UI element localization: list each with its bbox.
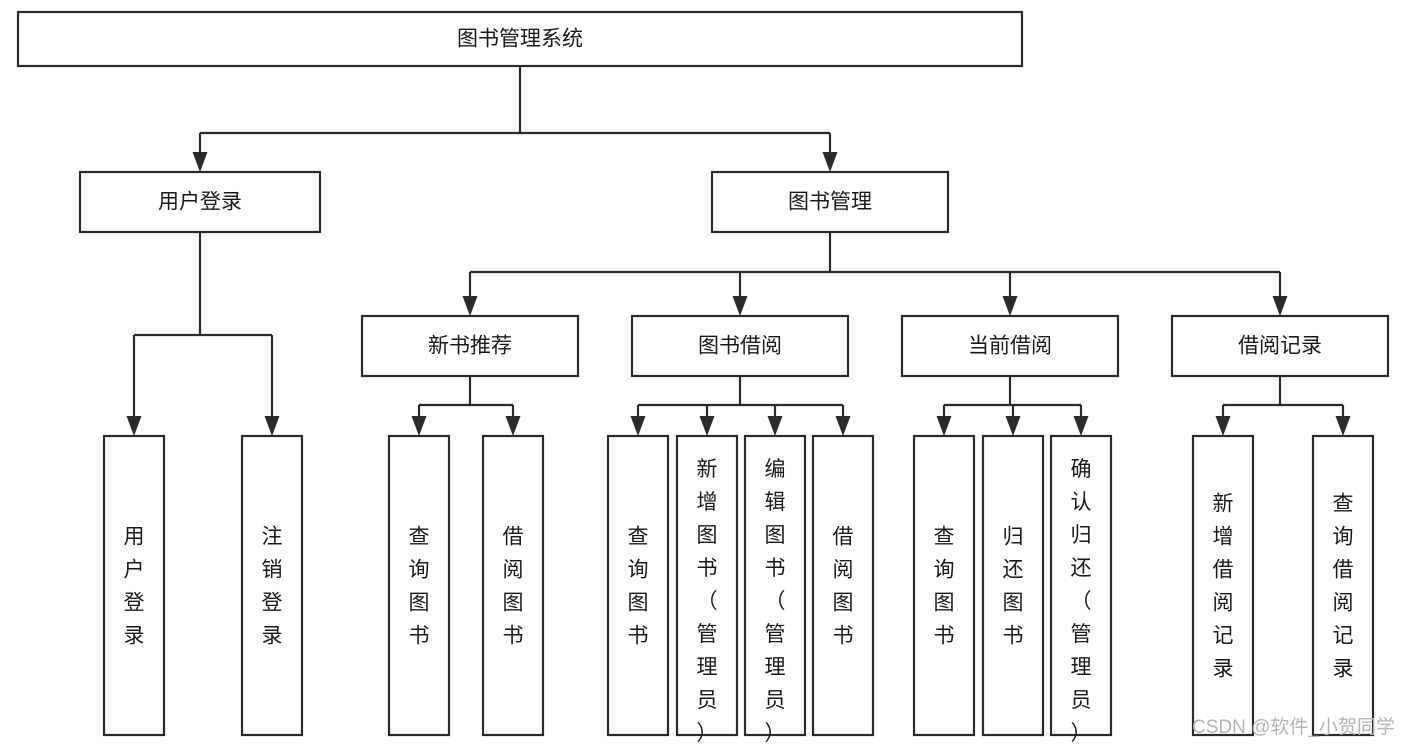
arrow-head: [1272, 296, 1288, 316]
node-leaf-query-book-current[interactable]: 查询图书: [912, 434, 976, 737]
node-current-borrow[interactable]: 当前借阅: [900, 314, 1120, 378]
node-label: 借阅图书: [833, 525, 854, 647]
node-box[interactable]: [1191, 434, 1255, 737]
node-label: 注销登录: [262, 525, 283, 647]
arrow-head: [699, 416, 715, 436]
node-leaf-return-book[interactable]: 归还图书: [981, 434, 1045, 737]
node-leaf-user-login[interactable]: 用户登录: [102, 434, 166, 737]
node-label: 归还图书: [1003, 525, 1024, 647]
node-box[interactable]: [900, 314, 1120, 378]
connector-layer: [126, 66, 1351, 436]
node-leaf-edit-book[interactable]: 编辑图书（管理员）: [743, 434, 807, 745]
node-leaf-query-book-borrow[interactable]: 查询图书: [606, 434, 670, 737]
node-label: 用户登录: [124, 525, 145, 647]
arrow-head: [1215, 416, 1231, 436]
node-box[interactable]: [981, 434, 1045, 737]
node-box[interactable]: [606, 434, 670, 737]
arrow-head: [411, 416, 427, 436]
node-user-login[interactable]: 用户登录: [78, 170, 322, 234]
node-box[interactable]: [1049, 434, 1113, 737]
node-box[interactable]: [240, 434, 304, 737]
node-leaf-query-book-rec[interactable]: 查询图书: [387, 434, 451, 737]
arrow-head: [264, 416, 280, 436]
node-box[interactable]: [710, 170, 950, 234]
node-label: 查询图书: [934, 525, 955, 647]
node-leaf-confirm-return[interactable]: 确认归还（管理员）: [1049, 434, 1113, 745]
arrow-head: [835, 416, 851, 436]
arrow-head: [505, 416, 521, 436]
node-box[interactable]: [743, 434, 807, 737]
node-borrow-record[interactable]: 借阅记录: [1170, 314, 1390, 378]
node-label: 新增借阅记录: [1213, 492, 1234, 680]
node-label: 图书管理: [788, 191, 872, 214]
node-label: 确认归还（管理员）: [1071, 458, 1092, 745]
node-box[interactable]: [675, 434, 739, 737]
arrow-head: [822, 152, 838, 172]
arrow-head: [767, 416, 783, 436]
node-box[interactable]: [1311, 434, 1375, 737]
node-leaf-borrow-book[interactable]: 借阅图书: [811, 434, 875, 737]
node-label: 查询图书: [628, 525, 649, 647]
arrow-head: [126, 416, 142, 436]
node-label: 借阅图书: [503, 525, 524, 647]
node-label: 新书推荐: [428, 335, 512, 358]
node-box[interactable]: [481, 434, 545, 737]
arrow-head: [936, 416, 952, 436]
arrow-head: [192, 152, 208, 172]
node-book-manage[interactable]: 图书管理: [710, 170, 950, 234]
node-label: 查询图书: [409, 525, 430, 647]
arrow-head: [1002, 296, 1018, 316]
node-label: 新增图书（管理员）: [697, 458, 718, 745]
node-label: 当前借阅: [968, 335, 1052, 358]
node-label: 编辑图书（管理员）: [765, 458, 786, 745]
node-layer: 图书管理系统用户登录图书管理新书推荐图书借阅当前借阅借阅记录用户登录注销登录查询…: [16, 10, 1390, 745]
node-box[interactable]: [1170, 314, 1390, 378]
arrow-head: [1005, 416, 1021, 436]
node-box[interactable]: [78, 170, 322, 234]
node-label: 图书借阅: [698, 335, 782, 358]
node-box[interactable]: [16, 10, 1024, 68]
node-leaf-borrow-book-rec[interactable]: 借阅图书: [481, 434, 545, 737]
arrow-head: [462, 296, 478, 316]
arrow-head: [732, 296, 748, 316]
node-label: 用户登录: [158, 191, 242, 214]
arrow-head: [630, 416, 646, 436]
node-box[interactable]: [630, 314, 850, 378]
csdn-watermark: CSDN @软件_小贺同学: [1192, 716, 1395, 738]
node-box[interactable]: [912, 434, 976, 737]
node-label: 查询借阅记录: [1333, 492, 1354, 680]
node-label: 图书管理系统: [457, 28, 583, 51]
arrow-head: [1335, 416, 1351, 436]
node-leaf-add-book[interactable]: 新增图书（管理员）: [675, 434, 739, 745]
node-book-borrow[interactable]: 图书借阅: [630, 314, 850, 378]
node-leaf-query-record[interactable]: 查询借阅记录: [1311, 434, 1375, 737]
node-box[interactable]: [360, 314, 580, 378]
node-leaf-add-record[interactable]: 新增借阅记录: [1191, 434, 1255, 737]
node-box[interactable]: [387, 434, 451, 737]
node-label: 借阅记录: [1238, 335, 1322, 358]
node-root[interactable]: 图书管理系统: [16, 10, 1024, 68]
node-box[interactable]: [811, 434, 875, 737]
node-new-book-rec[interactable]: 新书推荐: [360, 314, 580, 378]
node-leaf-logout[interactable]: 注销登录: [240, 434, 304, 737]
arrow-head: [1073, 416, 1089, 436]
node-box[interactable]: [102, 434, 166, 737]
